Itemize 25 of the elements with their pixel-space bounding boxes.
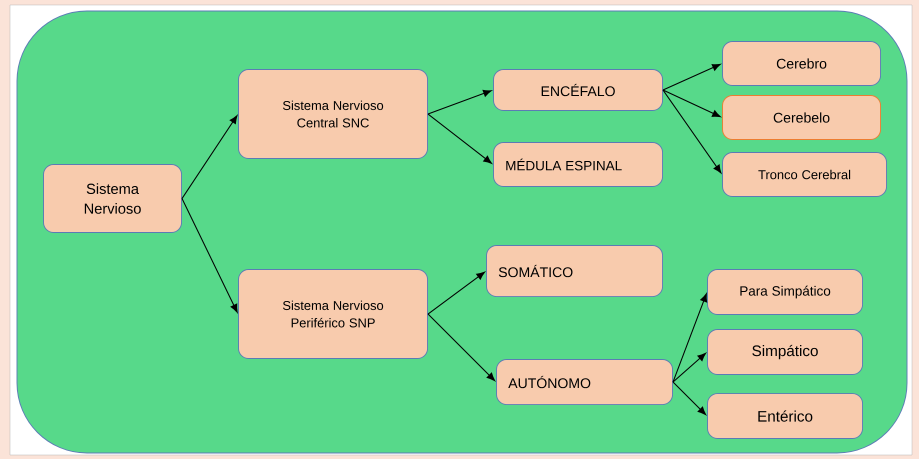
process-box: Cerebelo — [722, 95, 882, 140]
process-box: Sistema Nervioso Periférico SNP — [238, 269, 428, 359]
process-box: Simpático — [707, 329, 864, 375]
arrow — [662, 64, 721, 90]
process-box: ENCÉFALO — [493, 69, 663, 111]
arrow — [428, 114, 492, 164]
process-box: Cerebro — [722, 41, 882, 86]
process-box: Sistema Nervioso Central SNC — [238, 69, 428, 159]
arrow — [672, 352, 706, 382]
process-box: SOMÁTICO — [486, 245, 663, 297]
process-box: AUTÓNOMO — [496, 359, 673, 405]
arrow — [672, 382, 706, 416]
arrow — [428, 314, 496, 382]
arrow — [672, 293, 708, 382]
process-box: Entérico — [707, 393, 864, 439]
arrow — [662, 90, 721, 118]
process-box: Para Simpático — [707, 269, 864, 315]
process-box: Tronco Cerebral — [722, 152, 888, 197]
arrow — [662, 90, 722, 174]
arrow — [182, 115, 238, 199]
process-box: Sistema Nervioso — [43, 164, 182, 233]
arrow — [428, 90, 492, 115]
arrow — [182, 198, 238, 313]
arrow — [428, 272, 485, 314]
process-box: MÉDULA ESPINAL — [493, 142, 663, 187]
